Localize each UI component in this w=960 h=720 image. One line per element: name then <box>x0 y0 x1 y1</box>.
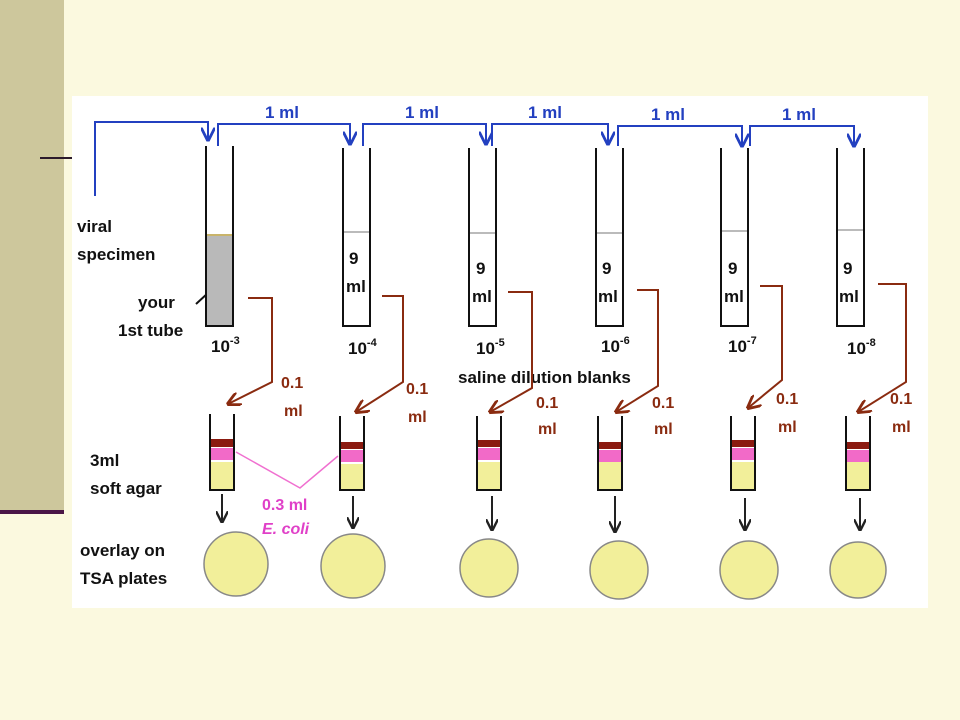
plate-icon <box>459 538 519 598</box>
serial-dilution-diagram: 1 ml 1 ml 1 ml 1 ml 1 ml viral specimen … <box>77 103 912 600</box>
svg-text:1st tube: 1st tube <box>118 321 183 340</box>
dilution-label-5: 10-7 <box>728 335 757 356</box>
svg-text:ml: ml <box>408 409 427 426</box>
dilution-diagram-panel: 1 ml 1 ml 1 ml 1 ml 1 ml viral specimen … <box>72 96 928 608</box>
agar-tube-4 <box>597 416 623 491</box>
svg-text:TSA plates: TSA plates <box>80 569 167 588</box>
ecoli-volume-label: 0.3 ml <box>262 497 307 514</box>
svg-text:ml: ml <box>538 421 557 438</box>
svg-text:0.1: 0.1 <box>536 395 558 412</box>
transfer-label-4: 1 ml <box>651 105 685 124</box>
svg-text:ml: ml <box>654 421 673 438</box>
svg-text:specimen: specimen <box>77 245 155 264</box>
svg-text:ml: ml <box>346 277 366 296</box>
svg-text:ml: ml <box>724 287 744 306</box>
plating-transfer-6: 0.1 ml <box>858 283 912 436</box>
ecoli-label: E. coli <box>262 521 310 538</box>
svg-text:viral: viral <box>77 217 112 236</box>
svg-text:ml: ml <box>892 419 911 436</box>
svg-text:overlay on: overlay on <box>80 541 165 560</box>
plating-transfer-2: 0.1 ml <box>356 295 428 426</box>
plate-icon <box>719 540 779 600</box>
plating-transfer-3: 0.1 ml <box>490 291 558 438</box>
agar-tube-3 <box>476 416 502 491</box>
svg-text:0.1: 0.1 <box>890 391 912 408</box>
svg-text:ml: ml <box>472 287 492 306</box>
agar-tube-6 <box>845 416 871 491</box>
svg-text:3ml: 3ml <box>90 451 119 470</box>
svg-text:0.1: 0.1 <box>652 395 674 412</box>
dilution-tube-3: 9 ml <box>468 148 497 327</box>
overlay-label: overlay on TSA plates <box>80 541 167 588</box>
first-tube-label: your 1st tube <box>118 293 183 340</box>
svg-text:9: 9 <box>843 259 852 278</box>
transfer-label-3: 1 ml <box>528 103 562 122</box>
dilution-label-2: 10-4 <box>348 337 378 358</box>
dilution-tube-6: 9 ml <box>836 148 865 327</box>
agar-tube-2 <box>339 416 365 491</box>
soft-agar-label: 3ml soft agar <box>90 451 162 498</box>
svg-text:soft agar: soft agar <box>90 479 162 498</box>
transfer-bracket-2: 1 ml <box>362 103 486 146</box>
plating-transfer-4: 0.1 ml <box>616 289 674 438</box>
agar-tube-5 <box>730 416 756 491</box>
ecoli-addition-lines <box>235 451 339 489</box>
transfer-bracket-1: 1 ml <box>217 103 350 146</box>
transfer-bracket-5: 1 ml <box>749 105 854 146</box>
dilution-tube-1 <box>205 146 234 327</box>
svg-text:9: 9 <box>349 249 358 268</box>
specimen-transfer-arrow <box>94 121 208 196</box>
transfer-bracket-3: 1 ml <box>491 103 608 146</box>
agar-tube-1 <box>209 414 235 491</box>
svg-text:0.1: 0.1 <box>776 391 798 408</box>
dilution-tube-2: 9 ml <box>342 148 371 327</box>
plating-transfer-1: 0.1 ml <box>228 297 303 420</box>
svg-text:9: 9 <box>602 259 611 278</box>
svg-text:0.1: 0.1 <box>281 375 303 392</box>
blanks-label: saline dilution blanks <box>458 368 631 387</box>
svg-text:9: 9 <box>476 259 485 278</box>
transfer-label-5: 1 ml <box>782 105 816 124</box>
svg-text:your: your <box>138 293 175 312</box>
sidebar-underline <box>0 510 64 514</box>
transfer-bracket-4: 1 ml <box>617 105 742 146</box>
plating-transfer-5: 0.1 ml <box>748 285 798 436</box>
svg-text:ml: ml <box>284 403 303 420</box>
transfer-label-2: 1 ml <box>405 103 439 122</box>
specimen-fill <box>206 235 233 326</box>
svg-text:0.1: 0.1 <box>406 381 428 398</box>
plate-icon <box>829 541 887 599</box>
transfer-label-1: 1 ml <box>265 103 299 122</box>
svg-text:ml: ml <box>778 419 797 436</box>
dilution-tube-5: 9 ml <box>720 148 749 327</box>
dilution-label-3: 10-5 <box>476 337 505 358</box>
dilution-tube-4: 9 ml <box>595 148 624 327</box>
plate-icon <box>320 533 386 599</box>
plate-icon <box>589 540 649 600</box>
dilution-label-6: 10-8 <box>847 337 876 358</box>
sidebar-bar <box>0 0 64 510</box>
svg-text:ml: ml <box>839 287 859 306</box>
plate-icon <box>203 531 269 597</box>
dilution-label-1: 10-3 <box>211 335 240 356</box>
svg-text:ml: ml <box>598 287 618 306</box>
svg-text:9: 9 <box>728 259 737 278</box>
dilution-label-4: 10-6 <box>601 335 630 356</box>
specimen-label: viral specimen <box>77 217 155 264</box>
title-tick-mark <box>40 157 72 159</box>
